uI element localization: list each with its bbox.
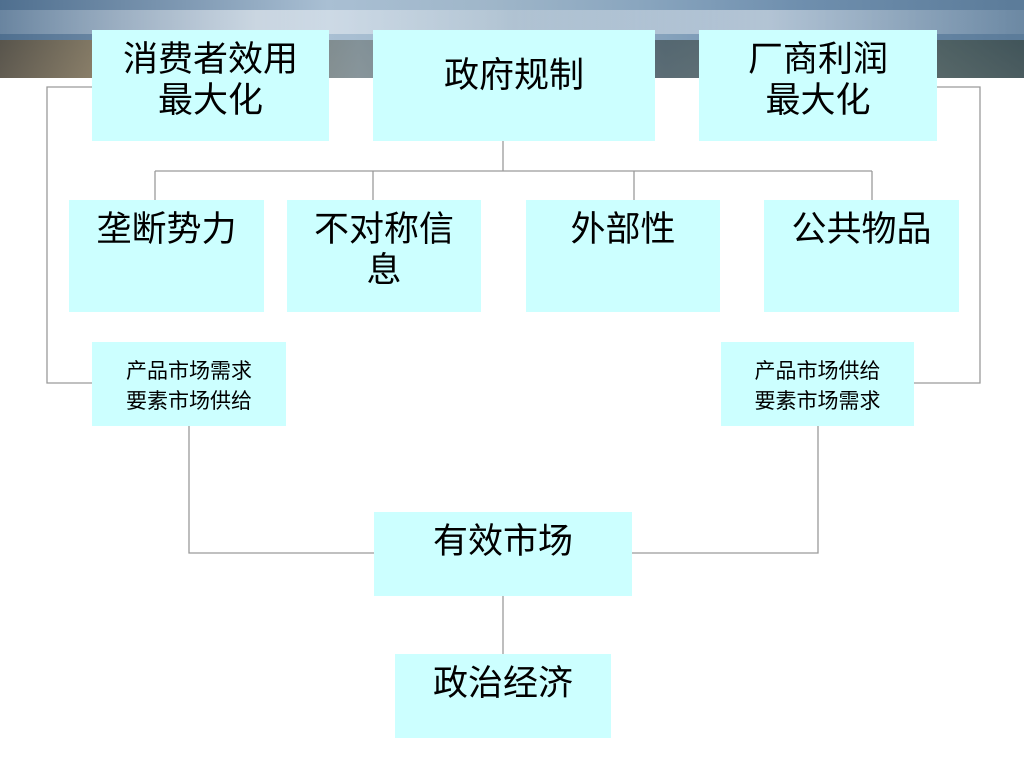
connector-left-outer bbox=[46, 86, 92, 384]
box-political-economy: 政治经济 bbox=[395, 654, 611, 738]
right-market-line-1: 产品市场供给 bbox=[754, 359, 881, 383]
left-market-line-2: 要素市场供给 bbox=[126, 389, 252, 413]
box-government-regulation-label: 政府规制 bbox=[443, 56, 584, 96]
box-producer-profit-label: 厂商利润最大化 bbox=[747, 40, 888, 121]
box-efficient-market-label: 有效市场 bbox=[432, 522, 573, 562]
left-market-line-1: 产品市场需求 bbox=[126, 359, 252, 383]
box-right-market: 产品市场供给 要素市场需求 bbox=[721, 342, 914, 426]
box-public-goods: 公共物品 bbox=[764, 200, 959, 312]
connector-right-to-efficient bbox=[632, 426, 819, 554]
box-public-goods-label: 公共物品 bbox=[791, 210, 932, 250]
box-producer-profit: 厂商利润最大化 bbox=[699, 30, 937, 141]
box-political-economy-label: 政治经济 bbox=[432, 664, 573, 704]
box-efficient-market: 有效市场 bbox=[374, 512, 632, 596]
box-asymmetric-information-label: 不对称信息 bbox=[313, 210, 454, 291]
box-externality-label: 外部性 bbox=[570, 210, 676, 250]
box-asymmetric-information: 不对称信息 bbox=[287, 200, 481, 312]
box-left-market: 产品市场需求 要素市场供给 bbox=[92, 342, 286, 426]
box-government-regulation: 政府规制 bbox=[373, 30, 655, 141]
box-monopoly-power-label: 垄断势力 bbox=[96, 210, 237, 250]
connector-right-outer bbox=[914, 86, 981, 384]
right-market-line-2: 要素市场需求 bbox=[754, 389, 881, 413]
box-consumer-utility-label: 消费者效用最大化 bbox=[122, 40, 298, 121]
box-consumer-utility: 消费者效用最大化 bbox=[92, 30, 329, 141]
box-externality: 外部性 bbox=[526, 200, 720, 312]
connector-left-to-efficient bbox=[188, 426, 374, 554]
box-monopoly-power: 垄断势力 bbox=[69, 200, 264, 312]
